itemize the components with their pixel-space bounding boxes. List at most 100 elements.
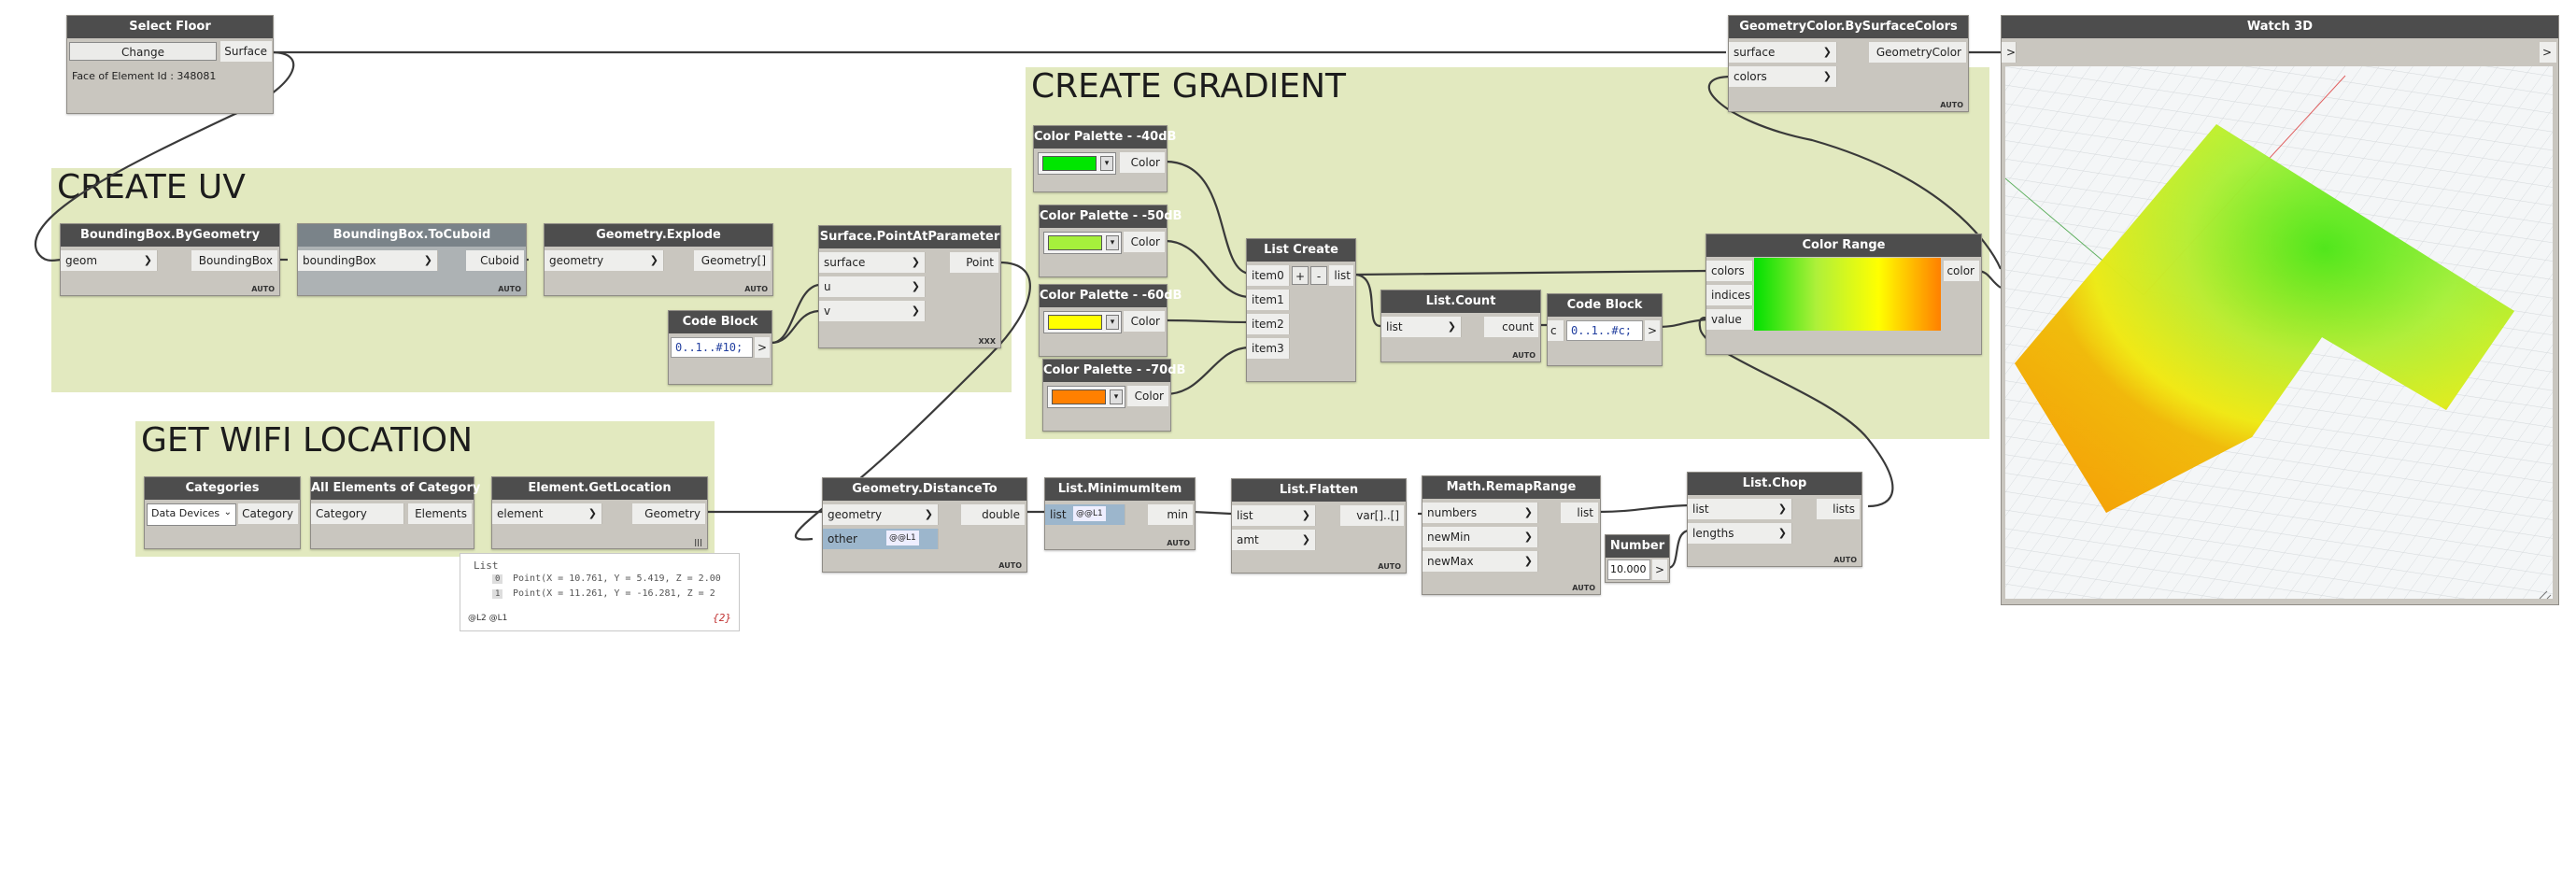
- geometry-array-output-port[interactable]: Geometry[]: [694, 250, 771, 271]
- lacing-label[interactable]: XXX: [978, 337, 996, 346]
- item1-input-port[interactable]: item1: [1247, 290, 1290, 310]
- color-picker[interactable]: ▾: [1038, 152, 1116, 175]
- chevron-down-icon[interactable]: ▾: [1106, 315, 1119, 330]
- double-output-port[interactable]: double: [961, 504, 1025, 525]
- geometry-input-port[interactable]: geometry❯: [545, 250, 664, 271]
- bounding-box-by-geometry-node[interactable]: BoundingBox.ByGeometry geom❯ BoundingBox…: [60, 223, 280, 296]
- lacing-label[interactable]: AUTO: [1940, 101, 1963, 109]
- code-output-port[interactable]: >: [1645, 320, 1660, 341]
- surface-input-port[interactable]: surface❯: [1729, 42, 1837, 63]
- category-input-port[interactable]: Category: [311, 503, 404, 524]
- bounding-box-input-port[interactable]: boundingBox❯: [298, 250, 438, 271]
- list-output-port[interactable]: list: [1561, 503, 1598, 523]
- color-output-port[interactable]: Color: [1127, 386, 1168, 406]
- watch-output-port[interactable]: >: [2540, 42, 2556, 63]
- chevron-down-icon[interactable]: ▾: [1110, 389, 1123, 404]
- list-input-port[interactable]: list❯: [1381, 317, 1462, 337]
- lacing-label[interactable]: AUTO: [1833, 556, 1857, 564]
- numbers-input-port[interactable]: numbers❯: [1422, 503, 1538, 523]
- surface-point-at-parameter-node[interactable]: Surface.PointAtParameter surface❯ u❯ v❯ …: [818, 225, 1001, 348]
- surface-output-port[interactable]: Surface: [220, 41, 272, 62]
- change-button[interactable]: Change: [69, 42, 217, 61]
- c-input-port[interactable]: c: [1548, 320, 1564, 341]
- geometry-input-port[interactable]: geometry❯: [823, 504, 939, 525]
- geometry-distance-to-node[interactable]: Geometry.DistanceTo geometry❯ other@@L1 …: [822, 477, 1027, 573]
- other-input-port[interactable]: other@@L1: [823, 529, 939, 549]
- color-palette-60db-node[interactable]: Color Palette - -60dB ▾ Color: [1039, 284, 1182, 357]
- color-output-port[interactable]: color: [1944, 261, 1979, 281]
- lacing-label[interactable]: AUTO: [744, 285, 768, 293]
- newmin-input-port[interactable]: newMin❯: [1422, 527, 1538, 547]
- level-hint[interactable]: @@L1: [886, 531, 919, 545]
- math-remap-range-node[interactable]: Math.RemapRange numbers❯ newMin❯ newMax❯…: [1422, 475, 1601, 595]
- select-floor-node[interactable]: Select Floor Change Surface Face of Elem…: [66, 15, 274, 114]
- list-input-port[interactable]: list❯: [1232, 505, 1316, 526]
- geometry-color-output-port[interactable]: GeometryColor: [1869, 42, 1966, 63]
- code-input[interactable]: 0..1..#c;: [1566, 320, 1643, 341]
- number-node[interactable]: Number 10.000 >: [1605, 534, 1670, 583]
- lacing-label[interactable]: AUTO: [498, 285, 521, 293]
- newmax-input-port[interactable]: newMax❯: [1422, 551, 1538, 572]
- all-elements-of-category-node[interactable]: All Elements of Category Category Elemen…: [310, 476, 480, 549]
- color-picker[interactable]: ▾: [1047, 386, 1125, 408]
- add-input-button[interactable]: +: [1292, 266, 1309, 285]
- list-flatten-node[interactable]: List.Flatten list❯ amt❯ var[]..[] AUTO: [1231, 478, 1407, 574]
- geom-input-port[interactable]: geom❯: [61, 250, 158, 271]
- code-block-gradient-node[interactable]: Code Block c 0..1..#c; >: [1547, 293, 1663, 366]
- lacing-label[interactable]: AUTO: [1512, 351, 1536, 360]
- color-palette-50db-node[interactable]: Color Palette - -50dB ▾ Color: [1039, 205, 1182, 277]
- color-output-port[interactable]: Color: [1124, 311, 1165, 332]
- colors-input-port[interactable]: colors❯: [1729, 66, 1837, 87]
- lengths-input-port[interactable]: lengths❯: [1688, 523, 1792, 544]
- value-input-port[interactable]: value: [1706, 309, 1753, 330]
- list-count-node[interactable]: List.Count list❯ count AUTO: [1380, 290, 1541, 362]
- list-input-port[interactable]: list❯: [1688, 499, 1792, 519]
- resize-grip-icon[interactable]: [2539, 590, 2552, 600]
- geometry-explode-node[interactable]: Geometry.Explode geometry❯ Geometry[] AU…: [544, 223, 773, 296]
- bounding-box-to-cuboid-node[interactable]: BoundingBox.ToCuboid boundingBox❯ Cuboid…: [297, 223, 527, 296]
- element-get-location-node[interactable]: Element.GetLocation element❯ Geometry ||…: [491, 476, 708, 549]
- color-picker[interactable]: ▾: [1043, 232, 1122, 254]
- geometry-output-port[interactable]: Geometry: [632, 503, 705, 524]
- item2-input-port[interactable]: item2: [1247, 314, 1290, 334]
- category-output-port[interactable]: Category: [238, 503, 298, 524]
- indices-input-port[interactable]: indices: [1706, 285, 1753, 305]
- u-input-port[interactable]: u❯: [819, 276, 926, 297]
- item3-input-port[interactable]: item3: [1247, 338, 1290, 359]
- lacing-label[interactable]: AUTO: [998, 561, 1022, 570]
- elements-output-port[interactable]: Elements: [408, 503, 472, 524]
- lacing-label[interactable]: |||: [694, 538, 702, 546]
- count-output-port[interactable]: count: [1484, 317, 1538, 337]
- code-block-uv-node[interactable]: Code Block 0..1..#10; >: [668, 310, 772, 385]
- geometry-color-by-surface-colors-node[interactable]: GeometryColor.BySurfaceColors surface❯ c…: [1728, 15, 1969, 112]
- lacing-label[interactable]: AUTO: [251, 285, 275, 293]
- lists-output-port[interactable]: lists: [1817, 499, 1860, 519]
- lacing-label[interactable]: AUTO: [1378, 562, 1401, 571]
- number-input[interactable]: 10.000: [1607, 559, 1650, 580]
- chevron-down-icon[interactable]: ▾: [1100, 156, 1113, 171]
- code-output-port[interactable]: >: [755, 337, 770, 358]
- watch-input-port[interactable]: >: [2002, 42, 2017, 63]
- point-output-port[interactable]: Point: [950, 252, 998, 273]
- color-output-port[interactable]: Color: [1124, 232, 1165, 252]
- remove-input-button[interactable]: -: [1310, 266, 1327, 285]
- color-palette-70db-node[interactable]: Color Palette - -70dB ▾ Color: [1042, 359, 1185, 432]
- lacing-label[interactable]: AUTO: [1167, 539, 1190, 547]
- color-output-port[interactable]: Color: [1120, 152, 1165, 173]
- v-input-port[interactable]: v❯: [819, 301, 926, 321]
- watch-3d-node[interactable]: Watch 3D > >: [2001, 15, 2559, 605]
- level-hint[interactable]: @@L1: [1073, 506, 1106, 521]
- categories-node[interactable]: Categories Data Devices ⌄ Category: [144, 476, 301, 549]
- number-output-port[interactable]: >: [1652, 559, 1667, 580]
- amt-input-port[interactable]: amt❯: [1232, 530, 1316, 550]
- item0-input-port[interactable]: item0: [1247, 265, 1290, 286]
- list-create-node[interactable]: List Create item0 + - list item1 item2 i…: [1246, 238, 1356, 382]
- color-palette-40db-node[interactable]: Color Palette - -40dB ▾ Color: [1033, 125, 1176, 192]
- cuboid-output-port[interactable]: Cuboid: [466, 250, 524, 271]
- var-output-port[interactable]: var[]..[]: [1340, 505, 1404, 526]
- lacing-label[interactable]: AUTO: [1572, 584, 1595, 592]
- colors-input-port[interactable]: colors: [1706, 261, 1753, 281]
- color-picker[interactable]: ▾: [1043, 311, 1122, 333]
- 3d-viewport[interactable]: [2004, 66, 2553, 600]
- surface-input-port[interactable]: surface❯: [819, 252, 926, 273]
